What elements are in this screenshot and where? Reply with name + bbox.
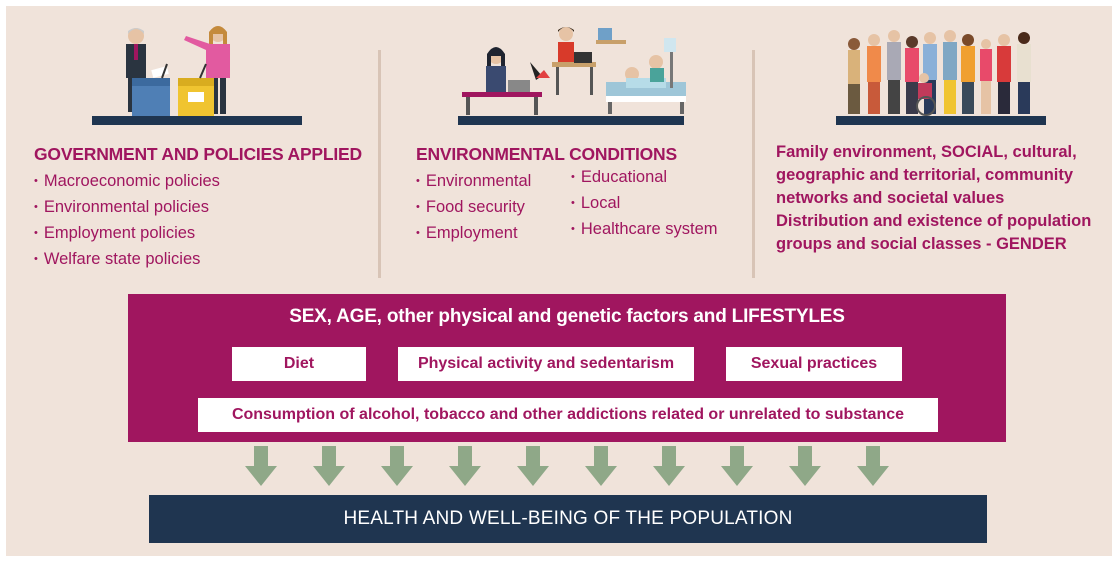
social-factors-text: Family environment, SOCIAL, cultural, ge…	[776, 141, 1091, 256]
list-item: Welfare state policies	[34, 246, 220, 272]
shelf-base	[458, 116, 684, 125]
consumption-box: Consumption of alcohol, tobacco and othe…	[198, 398, 938, 432]
down-arrow-icon	[381, 446, 413, 486]
social-line: networks and societal values	[776, 189, 1005, 207]
list-item: Healthcare system	[571, 216, 718, 242]
down-arrow-icon	[585, 446, 617, 486]
down-arrow-icon	[313, 446, 345, 486]
diverse-people-group-illustration	[848, 30, 1031, 116]
down-arrow-icon	[653, 446, 685, 486]
list-item: Employment	[416, 220, 531, 246]
column-divider	[752, 50, 755, 278]
lifestyle-panel: SEX, AGE, other physical and genetic fac…	[128, 294, 1006, 442]
list-item: Employment policies	[34, 220, 220, 246]
down-arrow-icon	[517, 446, 549, 486]
shelf-base	[836, 116, 1046, 125]
environmental-list-left: Environmental Food security Employment	[416, 168, 531, 246]
social-line: Family environment, SOCIAL, cultural,	[776, 143, 1077, 161]
down-arrow-icon	[721, 446, 753, 486]
heading-environmental: ENVIRONMENTAL CONDITIONS	[416, 144, 677, 164]
social-line: groups and social classes - GENDER	[776, 235, 1067, 253]
lifestyle-title: SEX, AGE, other physical and genetic fac…	[289, 306, 845, 327]
sexual-practices-box: Sexual practices	[726, 347, 902, 381]
down-arrow-icon	[449, 446, 481, 486]
physical-activity-box: Physical activity and sedentarism	[398, 347, 694, 381]
down-arrow-icon	[245, 446, 277, 486]
politicians-at-podiums-illustration	[126, 26, 230, 116]
column-divider	[378, 50, 381, 278]
diagram-canvas: GOVERNMENT AND POLICIES APPLIED Macroeco…	[6, 6, 1112, 556]
list-item: Educational	[571, 164, 718, 190]
down-arrow-icon	[857, 446, 889, 486]
diet-box: Diet	[232, 347, 366, 381]
shelf-base	[92, 116, 302, 125]
heading-government: GOVERNMENT AND POLICIES APPLIED	[34, 144, 362, 164]
list-item: Environmental policies	[34, 194, 220, 220]
down-arrow-icon	[789, 446, 821, 486]
list-item: Food security	[416, 194, 531, 220]
social-line: Distribution and existence of population	[776, 212, 1092, 230]
environmental-list-right: Educational Local Healthcare system	[571, 164, 718, 242]
government-policy-list: Macroeconomic policies Environmental pol…	[34, 168, 220, 272]
health-wellbeing-bar: HEALTH AND WELL-BEING OF THE POPULATION	[149, 495, 987, 543]
list-item: Environmental	[416, 168, 531, 194]
arrow-row	[6, 446, 1112, 490]
list-item: Macroeconomic policies	[34, 168, 220, 194]
social-line: geographic and territorial, community	[776, 166, 1074, 184]
office-school-hospital-illustration	[462, 27, 686, 115]
list-item: Local	[571, 190, 718, 216]
